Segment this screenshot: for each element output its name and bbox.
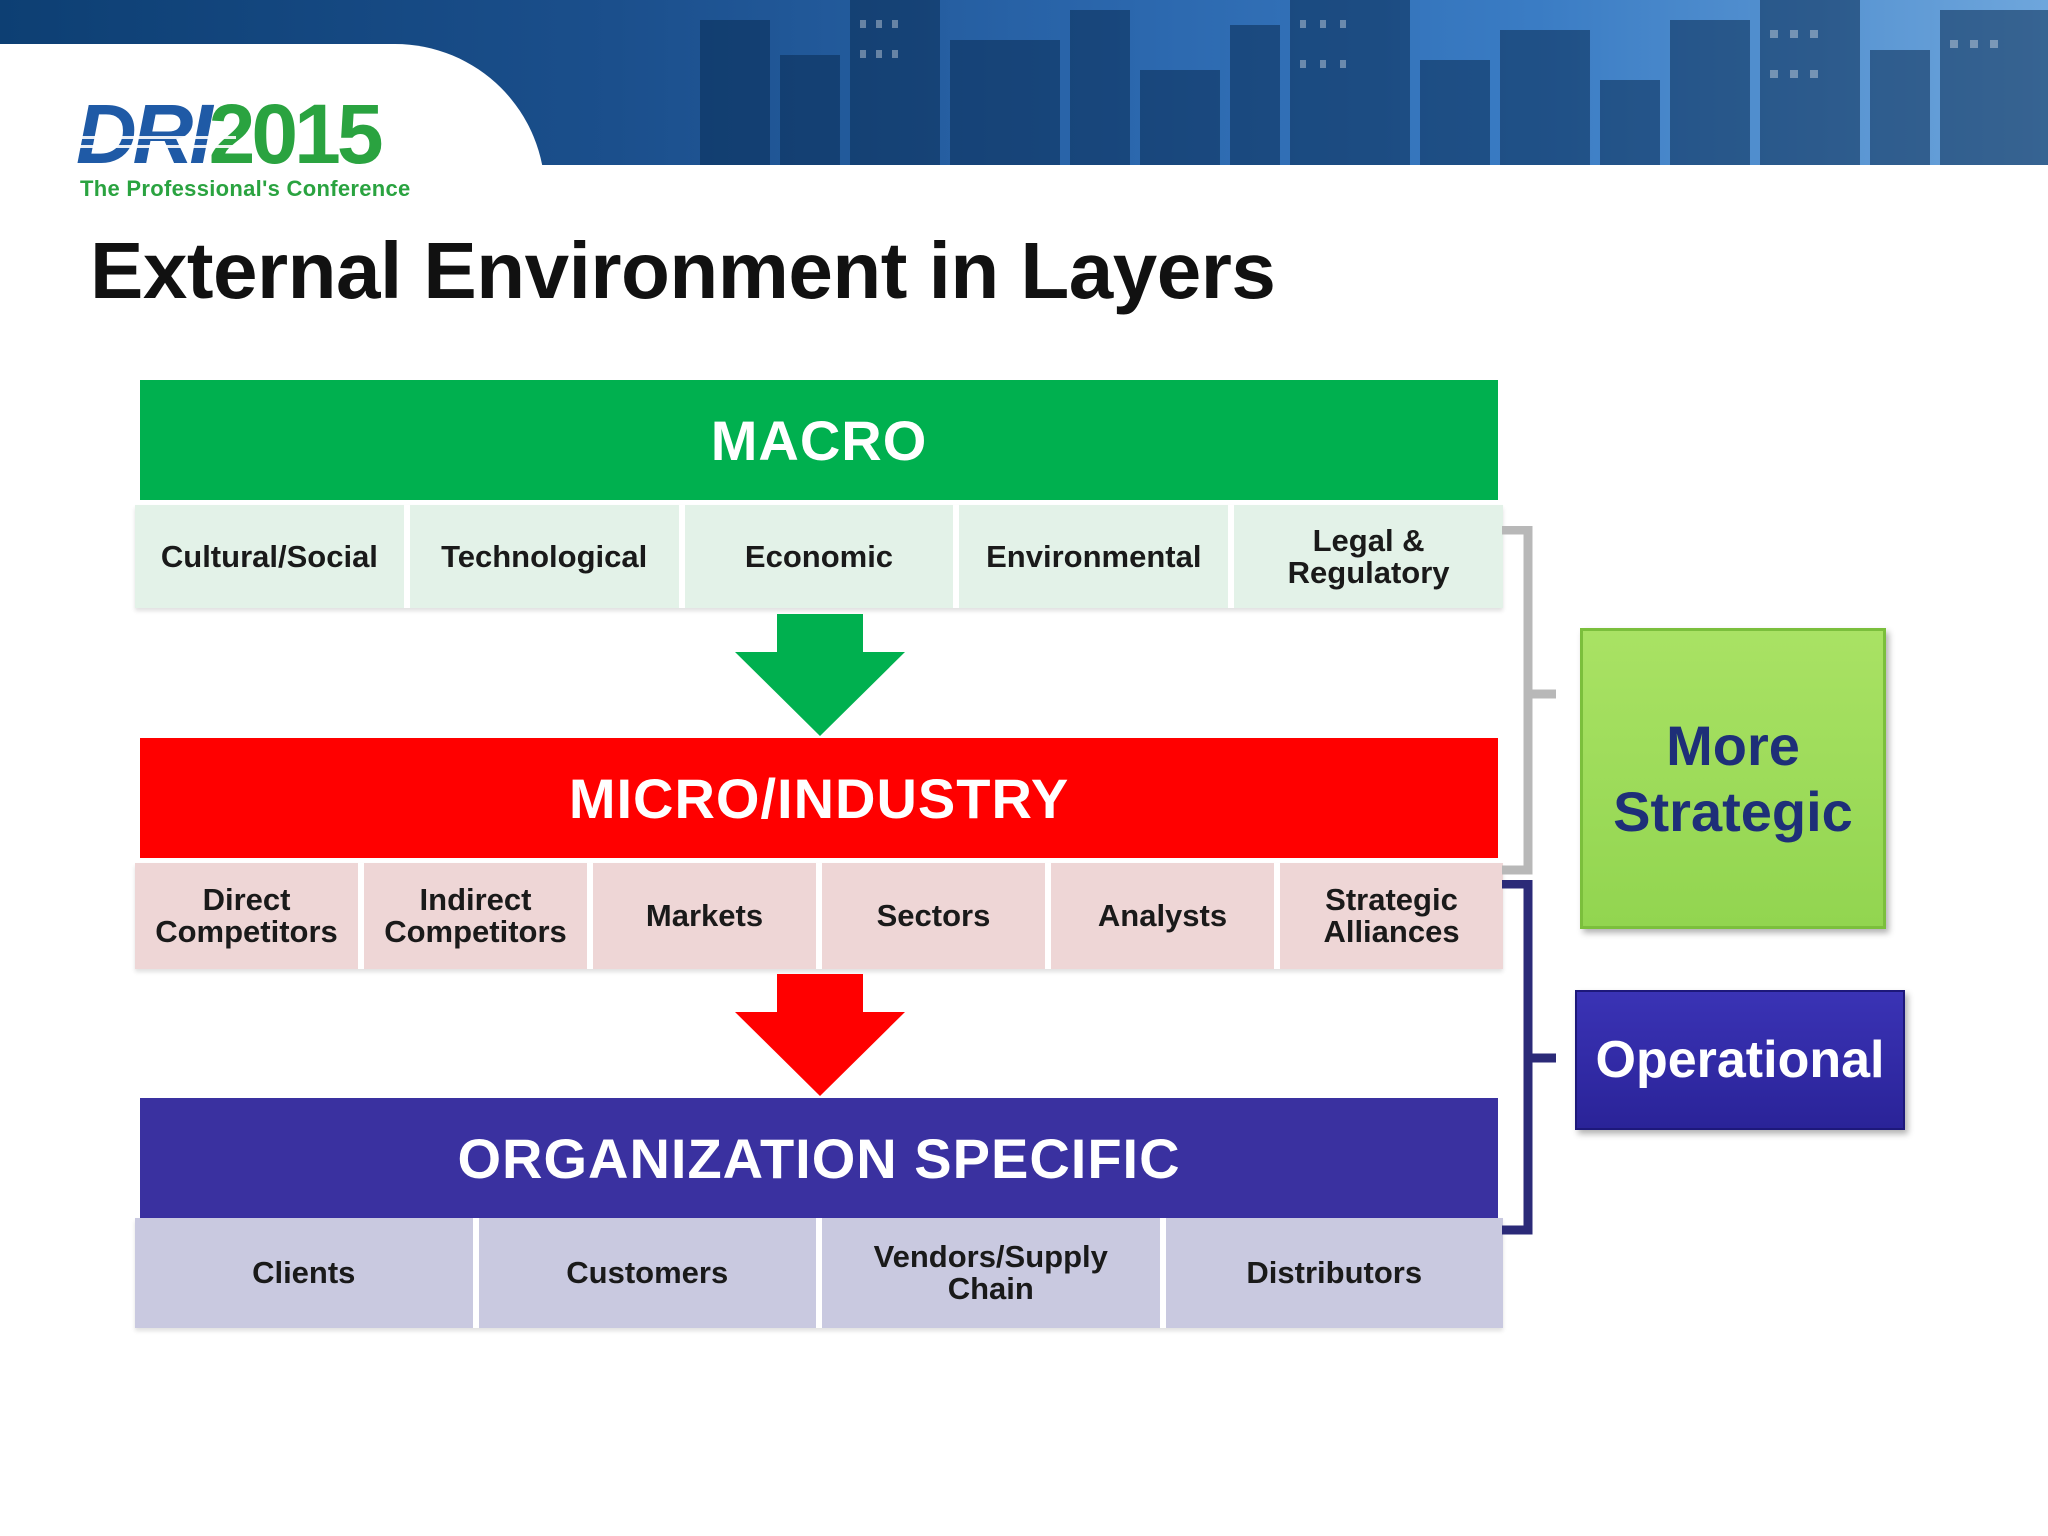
org-factor-cell: Clients [135,1218,473,1328]
banner-logo-panel [0,44,545,165]
org-layer-header: ORGANIZATION SPECIFIC [140,1098,1498,1218]
macro-layer-header: MACRO [140,380,1498,500]
operational-box: Operational [1575,990,1905,1130]
micro-factor-cell: Markets [593,863,816,969]
macro-factor-cell: Legal & Regulatory [1234,505,1503,608]
org-factors-row: Clients Customers Vendors/Supply Chain D… [135,1218,1503,1328]
logo-dri-text: DRI [76,87,213,181]
more-strategic-box: More Strategic [1580,628,1886,929]
page-title: External Environment in Layers [90,226,1276,315]
micro-factors-row: Direct Competitors Indirect Competitors … [135,863,1503,969]
logo-subtitle: The Professional's Conference [80,176,411,201]
down-arrow-icon [735,614,905,736]
city-skyline-image [700,0,2048,165]
micro-factor-cell: Indirect Competitors [364,863,587,969]
header-banner [0,0,2048,165]
dri-2015-logo: DRI2015 The Professional's Conference [66,92,486,202]
micro-layer-header: MICRO/INDUSTRY [140,738,1498,858]
micro-factor-cell: Direct Competitors [135,863,358,969]
org-factor-cell: Distributors [1165,1218,1503,1328]
micro-factor-cell: Analysts [1051,863,1274,969]
micro-factor-cell: Strategic Alliances [1280,863,1503,969]
down-arrow-icon [735,974,905,1096]
macro-factor-cell: Cultural/Social [135,505,404,608]
org-factor-cell: Customers [478,1218,816,1328]
org-factor-cell: Vendors/Supply Chain [822,1218,1160,1328]
macro-factor-cell: Environmental [959,505,1229,608]
macro-factor-cell: Economic [684,505,954,608]
operational-bracket [1502,880,1556,1235]
macro-factor-cell: Technological [409,505,679,608]
logo-speed-lines [66,136,236,148]
logo-year-text: 2015 [208,87,384,181]
micro-factor-cell: Sectors [822,863,1045,969]
macro-factors-row: Cultural/Social Technological Economic E… [135,505,1503,608]
strategic-bracket [1502,526,1556,875]
